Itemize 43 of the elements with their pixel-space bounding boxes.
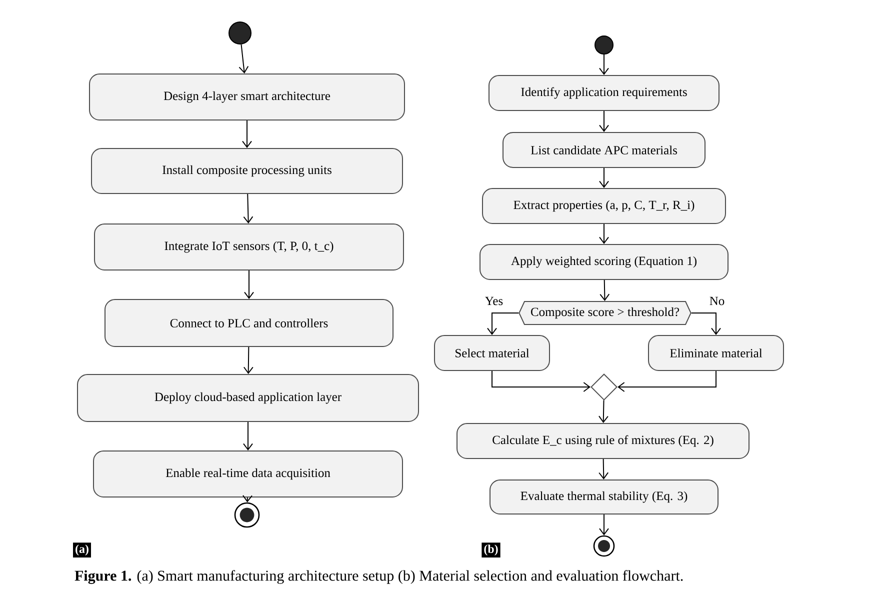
- activity-box: Evaluate thermal stability (Eq. 3): [490, 480, 718, 514]
- arrow: [238, 44, 249, 74]
- activity-box: Connect to PLC and controllers: [104, 299, 394, 347]
- arrow: [599, 224, 609, 244]
- arrow: [599, 514, 609, 536]
- activity-box: Extract properties (a, p, C, T_r, R_i): [482, 188, 726, 224]
- arrow: [599, 110, 609, 132]
- merge-diamond: [590, 374, 618, 400]
- activity-box: Apply weighted scoring (Equation 1): [480, 244, 728, 280]
- end-node: [234, 502, 260, 528]
- activity-box: Design 4-layer smart architecture: [89, 74, 405, 120]
- end-node: [593, 535, 615, 557]
- activity-box: Install composite processing units: [91, 148, 403, 194]
- arrow: [618, 370, 716, 392]
- arrow: [243, 194, 254, 224]
- arrow: [690, 312, 721, 335]
- arrow: [598, 400, 608, 423]
- arrow: [242, 120, 252, 148]
- activity-box: Enable real-time data acquisition: [93, 450, 403, 498]
- activity-box: Select material: [434, 335, 550, 371]
- arrow: [599, 168, 609, 188]
- edge-label: No: [708, 296, 726, 306]
- arrow: [244, 270, 254, 299]
- panel-label: (b): [482, 542, 500, 558]
- arrow: [492, 370, 590, 392]
- figure-caption: Figure 1. (a) Smart manufacturing architecture setup (b) Material selection and evaluation flowchart.: [74, 570, 683, 584]
- edge-label: Yes: [484, 296, 504, 306]
- arrow: [598, 458, 609, 480]
- arrow: [599, 54, 609, 75]
- start-node: [228, 22, 252, 44]
- activity-box: Eliminate material: [648, 335, 784, 371]
- arrow: [487, 312, 520, 335]
- arrow: [600, 280, 610, 301]
- decision-box: Composite score > threshold?: [518, 301, 692, 325]
- activity-box: Deploy cloud-based application layer: [77, 374, 419, 422]
- arrow: [243, 422, 253, 450]
- activity-box: Identify application requirements: [488, 75, 720, 111]
- panel-label: (a): [73, 542, 91, 558]
- activity-box: Calculate E_c using rule of mixtures (Eq. 2): [456, 423, 750, 459]
- start-node: [594, 36, 614, 54]
- activity-box: Integrate IoT sensors (T, P, 0, t_c): [94, 224, 404, 270]
- arrow: [243, 346, 254, 374]
- activity-box: List candidate APC materials: [502, 132, 706, 168]
